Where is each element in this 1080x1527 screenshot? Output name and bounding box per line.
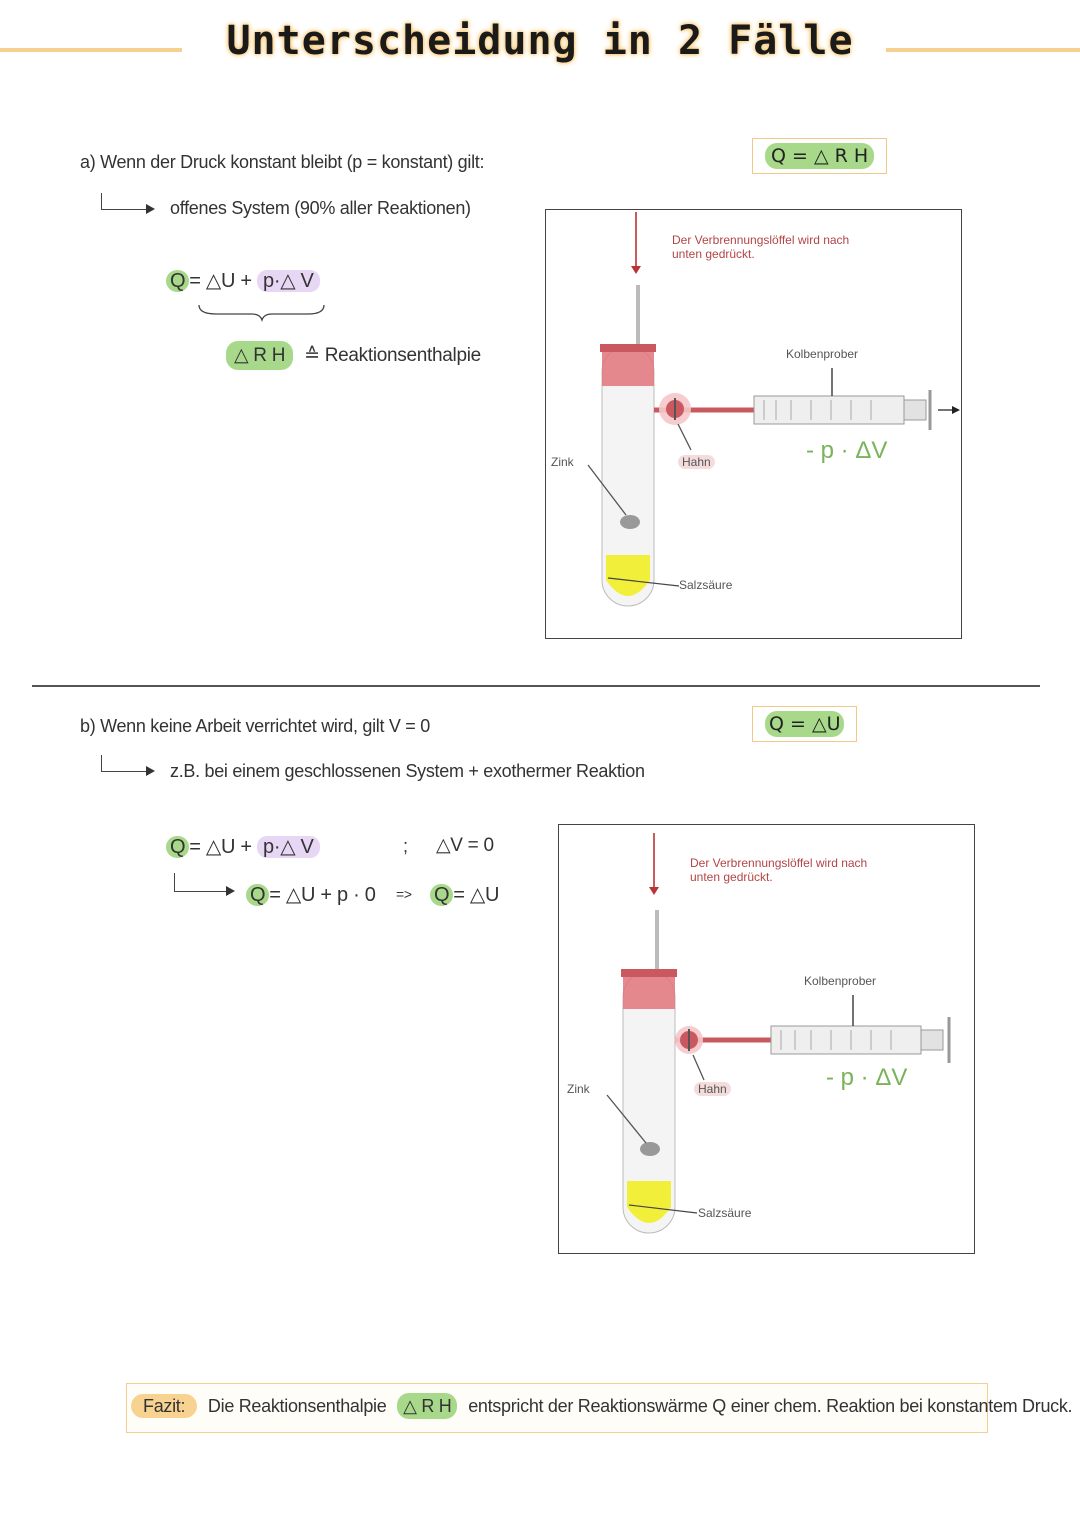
apparatus-drawing-b: [606, 833, 951, 1234]
case-b-delta-v: △V = 0: [436, 835, 494, 856]
case-b-final-q: Q: [430, 884, 454, 906]
case-b-final-formula: Q= △U: [430, 882, 499, 907]
apparatus-b-spoon-note: Der Verbrennungslöffel wird nach unten g…: [690, 856, 868, 884]
apparatus-drawing-a: [587, 212, 960, 607]
apparatus-a-work-term: - p · ΔV: [806, 437, 888, 464]
case-b-result-box: Q = △U: [752, 706, 858, 742]
case-b-condition: b) Wenn keine Arbeit verrichtet wird, gi…: [80, 716, 430, 736]
apparatus-b-valve-label: Hahn: [694, 1082, 731, 1096]
title-rule-right: [886, 48, 1080, 52]
case-a-enthalpy-symbol: △ R H: [226, 341, 294, 370]
case-a-brace-icon: [198, 304, 325, 322]
case-b-step-formula: Q= △U + p · 0: [246, 882, 376, 907]
case-a-formula-q: Q: [166, 270, 190, 292]
case-b-step-arrow-line: [174, 873, 227, 892]
apparatus-image-a: [545, 209, 962, 639]
title-rule-left: [0, 48, 182, 52]
fazit-tag: Fazit:: [131, 1394, 198, 1418]
case-b-arrow-icon: [146, 766, 155, 776]
case-a-formula: Q= △U + p·△ V: [166, 268, 320, 293]
apparatus-a-syringe-label: Kolbenprober: [786, 347, 859, 361]
case-b-separator: ;: [403, 836, 408, 856]
case-b-result-text: Q = △U: [765, 711, 845, 737]
case-b-formula: Q= △U + p·△ V: [166, 834, 320, 859]
case-a-formula-work: p·△ V: [257, 270, 320, 292]
case-a-arrow-text: offenes System (90% aller Reaktionen): [170, 198, 471, 218]
case-b-implies: =>: [396, 886, 412, 902]
fazit-symbol: △ R H: [397, 1393, 458, 1419]
case-b-arrow-text: z.B. bei einem geschlossenen System + ex…: [170, 761, 645, 781]
section-divider: [32, 685, 1040, 687]
case-b-formula-work: p·△ V: [257, 836, 320, 858]
apparatus-b-acid-label: Salzsäure: [698, 1206, 752, 1220]
page-title: Unterscheidung in 2 Fälle: [226, 18, 854, 64]
case-b-formula-rest: = △U +: [189, 836, 258, 858]
case-a-result-text: Q = △ R H: [765, 143, 875, 169]
fazit-text-before: Die Reaktionsenthalpie: [207, 1396, 387, 1416]
case-a-formula-rest: = △U +: [189, 270, 258, 292]
apparatus-a-metal-label: Zink: [551, 455, 574, 469]
case-b-step-rest: = △U + p · 0: [269, 884, 376, 906]
case-a-arrow-line: [101, 193, 146, 210]
fazit-line: Fazit: Die Reaktionsenthalpie △ R H ents…: [131, 1393, 1073, 1419]
case-b-step-arrow-icon: [226, 886, 235, 896]
apparatus-image-b: [558, 824, 975, 1254]
case-b-formula-q: Q: [166, 836, 190, 858]
apparatus-a-spoon-note: Der Verbrennungslöffel wird nach unten g…: [672, 233, 850, 261]
apparatus-b-metal-label: Zink: [567, 1082, 590, 1096]
case-a-enthalpy-meaning: ≙ Reaktionsenthalpie: [304, 345, 481, 366]
fazit-text-after: entspricht der Reaktionswärme Q einer ch…: [468, 1396, 1073, 1416]
fazit-box: Fazit: Die Reaktionsenthalpie △ R H ents…: [126, 1383, 1073, 1433]
apparatus-a-acid-label: Salzsäure: [679, 578, 733, 592]
case-a-enthalpy-row: △ R H ≙ Reaktionsenthalpie: [226, 341, 481, 370]
apparatus-b-syringe-label: Kolbenprober: [804, 974, 877, 988]
case-a-result-box: Q = △ R H: [752, 138, 888, 174]
case-b-final-rest: = △U: [453, 884, 500, 906]
case-b-step-q: Q: [246, 884, 270, 906]
apparatus-b-work-term: - p · ΔV: [826, 1064, 908, 1091]
case-a-arrow-icon: [146, 204, 155, 214]
case-b-arrow-line: [101, 755, 146, 772]
apparatus-a-valve-label: Hahn: [678, 455, 715, 469]
case-a-condition: a) Wenn der Druck konstant bleibt (p = k…: [80, 152, 485, 172]
